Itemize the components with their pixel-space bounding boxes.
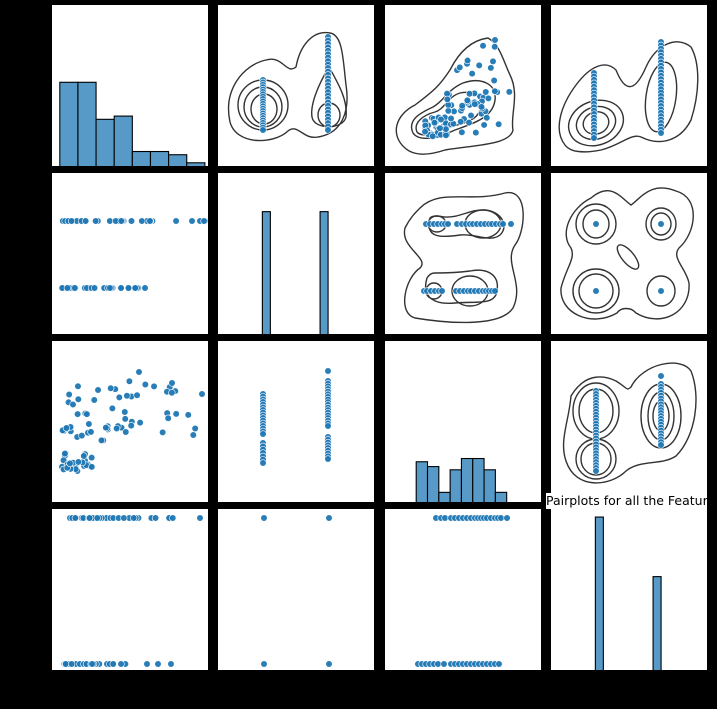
hist-var2 — [218, 173, 374, 334]
scatter-kde-var3-var1 — [385, 5, 541, 166]
scatter-kde-var3-var2 — [385, 173, 541, 334]
scatter-kde-var4-var3 — [551, 341, 707, 502]
scatter-var1-var4 — [52, 509, 208, 670]
chart-title: Pairplots for all the Features — [546, 493, 707, 509]
hist-var1 — [52, 5, 208, 166]
hist-var4 — [551, 509, 707, 670]
scatter-kde-var2-var1 — [218, 5, 374, 166]
scatter-kde-var4-var1 — [551, 5, 707, 166]
scatter-var2-var3 — [218, 341, 374, 502]
scatter-var1-var2 — [52, 173, 208, 334]
scatter-var2-var4 — [218, 509, 374, 670]
hist-var3 — [385, 341, 541, 502]
scatter-var3-var4 — [385, 509, 541, 670]
scatter-var1-var3 — [52, 341, 208, 502]
scatter-kde-var4-var2 — [551, 173, 707, 334]
